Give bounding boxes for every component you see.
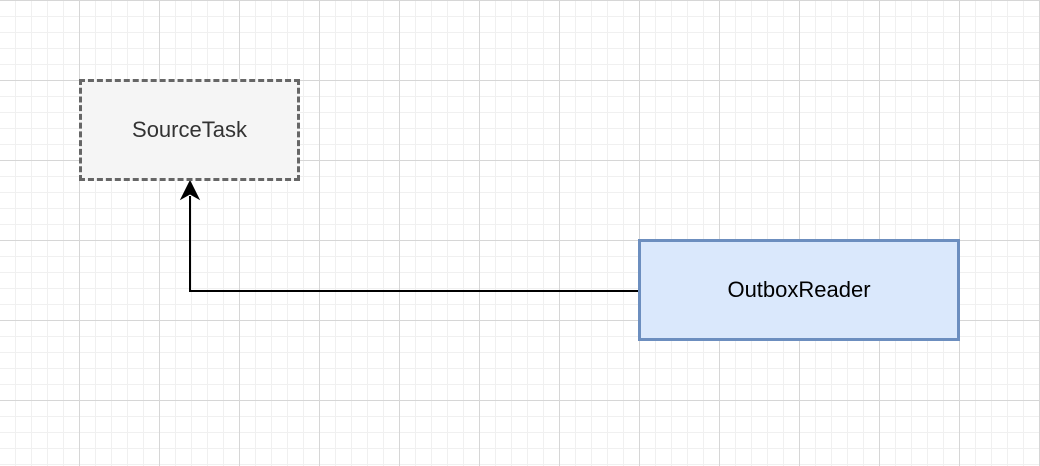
node-label: SourceTask [132,117,247,142]
connector-line [189,196,638,292]
node-source-task[interactable]: SourceTask [79,79,300,181]
node-label: OutboxReader [727,277,871,302]
edge-outbox-reader-to-source-task[interactable] [179,179,638,292]
node-outbox-reader[interactable]: OutboxReader [638,239,960,341]
